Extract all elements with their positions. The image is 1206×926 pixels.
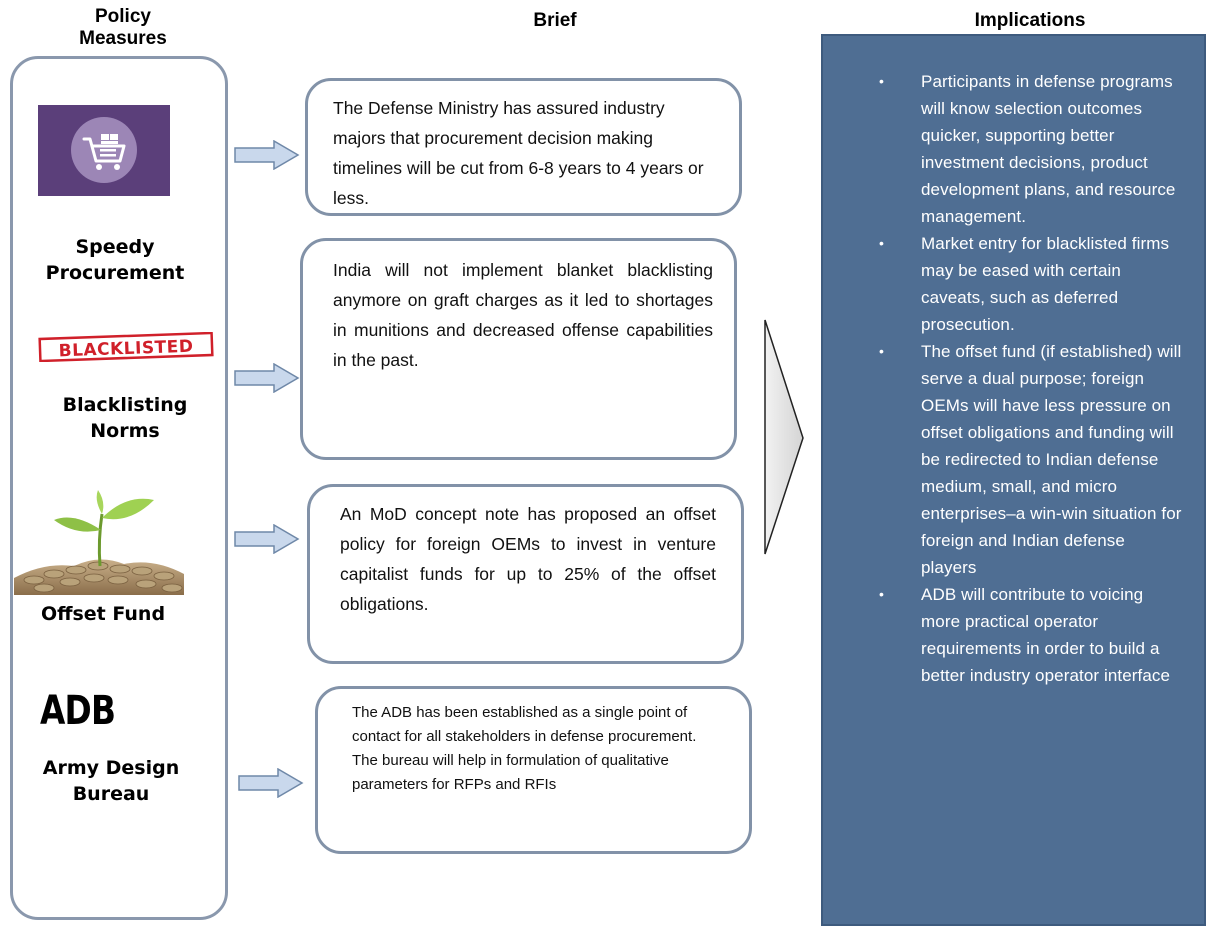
measure-label-army-design-bureau: Army Design Bureau	[42, 757, 180, 805]
shopping-cart-icon	[38, 105, 170, 196]
header-implications: Implications	[974, 10, 1086, 31]
bullet-icon: •	[879, 73, 885, 89]
arrow-right-icon	[238, 768, 304, 798]
measure-label-offset-fund: Offset Fund	[40, 603, 166, 625]
implication-item: •Market entry for blacklisted firms may …	[823, 230, 1183, 338]
implication-item: •The offset fund (if established) will s…	[823, 338, 1183, 581]
brief-box-army-design-bureau: The ADB has been established as a single…	[315, 686, 752, 854]
brief-box-blacklisting-norms: India will not implement blanket blackli…	[300, 238, 737, 460]
implications-list: •Participants in defense programs will k…	[823, 68, 1183, 689]
implication-item: •ADB will contribute to voicing more pra…	[823, 581, 1183, 689]
seedling-on-coins-icon	[14, 470, 184, 595]
brief-text: India will not implement blanket blackli…	[333, 260, 713, 370]
header-policy-measures: Policy Measures	[79, 6, 167, 49]
brief-box-offset-fund: An MoD concept note has proposed an offs…	[307, 484, 744, 664]
implications-panel: •Participants in defense programs will k…	[821, 34, 1206, 926]
brief-text: The Defense Ministry has assured industr…	[333, 98, 704, 208]
stamp-text: BLACKLISTED	[58, 337, 193, 362]
arrow-right-icon	[234, 524, 300, 554]
adb-logo: ADB	[40, 682, 140, 734]
measure-label-blacklisting-norms: Blacklisting Norms	[62, 394, 188, 442]
arrow-right-icon	[234, 140, 300, 170]
brief-text: The ADB has been established as a single…	[352, 704, 697, 793]
adb-logo-text: ADB	[40, 687, 115, 732]
brief-box-speedy-procurement: The Defense Ministry has assured industr…	[305, 78, 742, 216]
bullet-icon: •	[879, 235, 885, 251]
arrow-right-icon	[234, 363, 300, 393]
implication-item: •Participants in defense programs will k…	[823, 68, 1183, 230]
blacklisted-stamp: BLACKLISTED	[38, 331, 214, 363]
chevron-right-connector	[764, 319, 804, 555]
bullet-icon: •	[879, 586, 885, 602]
bullet-icon: •	[879, 343, 885, 359]
measure-label-speedy-procurement: Speedy Procurement	[45, 236, 185, 284]
brief-text: An MoD concept note has proposed an offs…	[340, 504, 716, 614]
policy-measures-panel	[10, 56, 228, 920]
header-brief: Brief	[533, 10, 577, 31]
